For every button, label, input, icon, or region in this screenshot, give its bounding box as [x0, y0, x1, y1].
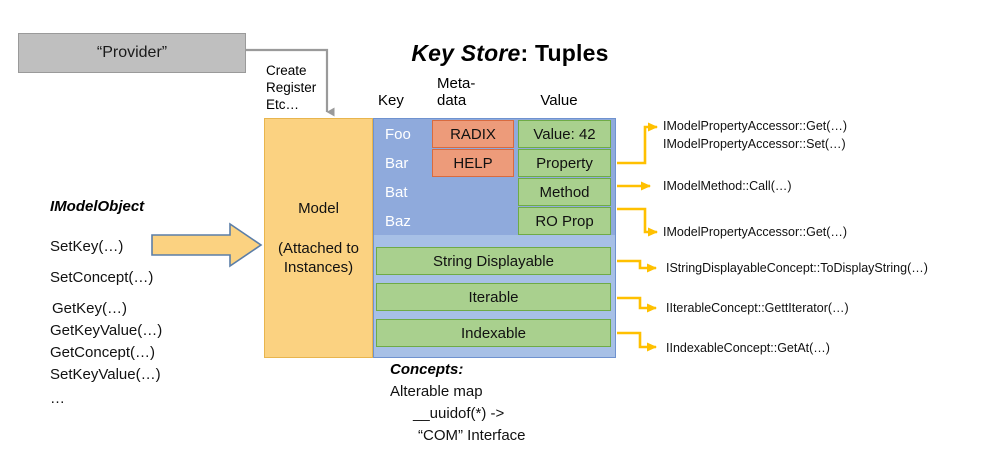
model-box-subtitle-line-2: Instances) — [283, 258, 354, 276]
page-title-emphasis: Key Store — [411, 40, 521, 66]
imodelobject-title: IModelObject — [50, 198, 145, 215]
concept-bar-indexable: Indexable — [376, 319, 611, 347]
connector-property — [617, 122, 658, 165]
model-box-subtitle-line-1: (Attached to — [278, 239, 359, 257]
connector-iterable — [617, 296, 657, 313]
connector-indexable — [617, 331, 657, 352]
imodelobject-method-getconcept: GetConcept(…) — [50, 344, 156, 361]
concepts-line-alterable-map: Alterable map — [390, 383, 483, 400]
page-title-rest: : Tuples — [520, 40, 609, 66]
imodelobject-method-setkeyvalue: SetKeyValue(…) — [50, 366, 161, 383]
connector-string-displayable — [617, 259, 657, 273]
imodelobject-block-arrow — [151, 222, 263, 268]
concepts-title: Concepts: — [390, 361, 464, 378]
model-box-title: Model — [298, 199, 339, 217]
column-header-value: Value — [540, 92, 578, 109]
metadata-cell-radix: RADIX — [432, 120, 514, 148]
imodelobject-method-getkey: GetKey(…) — [52, 300, 128, 317]
key-cell-foo: Foo — [385, 125, 411, 143]
concepts-line-com-interface: “COM” Interface — [418, 427, 526, 444]
model-box-subtitle: (Attached to Instances) — [278, 239, 359, 277]
provider-box: “Provider” — [18, 33, 246, 73]
key-store-content: Foo Bar Bat Baz RADIX HELP Value: 42 Pro… — [373, 118, 616, 358]
annotation-roprop-get: IModelPropertyAccessor::Get(…) — [663, 225, 848, 239]
annotation-method-call: IModelMethod::Call(…) — [663, 179, 792, 193]
imodelobject-method-getkeyvalue: GetKeyValue(…) — [50, 322, 163, 339]
provider-label: “Provider” — [96, 44, 168, 61]
annotation-indexable: IIndexableConcept::GetAt(…) — [666, 341, 830, 355]
value-cell-method: Method — [518, 178, 611, 206]
imodelobject-method-setkey: SetKey(…) — [50, 238, 124, 255]
concepts-line-uuidof: __uuidof(*) -> — [413, 405, 505, 422]
value-cell-property: Property — [518, 149, 611, 177]
provider-connector-label-line-1: Create — [266, 63, 307, 78]
page-title: Key Store: Tuples — [360, 40, 660, 67]
provider-connector-label-line-3: Etc… — [266, 97, 300, 112]
key-cell-bar: Bar — [385, 154, 409, 172]
value-cell-ro-prop: RO Prop — [518, 207, 611, 235]
connector-ro-prop — [617, 207, 658, 237]
column-header-metadata-line-2: data — [437, 92, 467, 109]
column-header-key: Key — [378, 92, 404, 109]
imodelobject-method-ellipsis: … — [50, 390, 65, 407]
concept-bar-string-displayable: String Displayable — [376, 247, 611, 275]
provider-connector-label: Create Register Etc… — [266, 62, 326, 113]
column-header-metadata-line-1: Meta- — [437, 75, 476, 92]
annotation-string-displayable: IStringDisplayableConcept::ToDisplayStri… — [666, 261, 928, 275]
value-cell-value-42: Value: 42 — [518, 120, 611, 148]
annotation-property-set: IModelPropertyAccessor::Set(…) — [663, 137, 846, 151]
model-box: Model (Attached to Instances) — [264, 118, 373, 358]
key-cell-baz: Baz — [385, 212, 411, 230]
metadata-cell-help: HELP — [432, 149, 514, 177]
concept-bar-iterable: Iterable — [376, 283, 611, 311]
key-cell-bat: Bat — [385, 183, 408, 201]
annotation-property-get: IModelPropertyAccessor::Get(…) — [663, 119, 848, 133]
imodelobject-method-setconcept: SetConcept(…) — [50, 269, 154, 286]
provider-connector-label-line-2: Register — [266, 80, 317, 95]
annotation-iterable: IIterableConcept::GettIterator(…) — [666, 301, 849, 315]
column-header-metadata: Meta- data — [437, 75, 497, 109]
